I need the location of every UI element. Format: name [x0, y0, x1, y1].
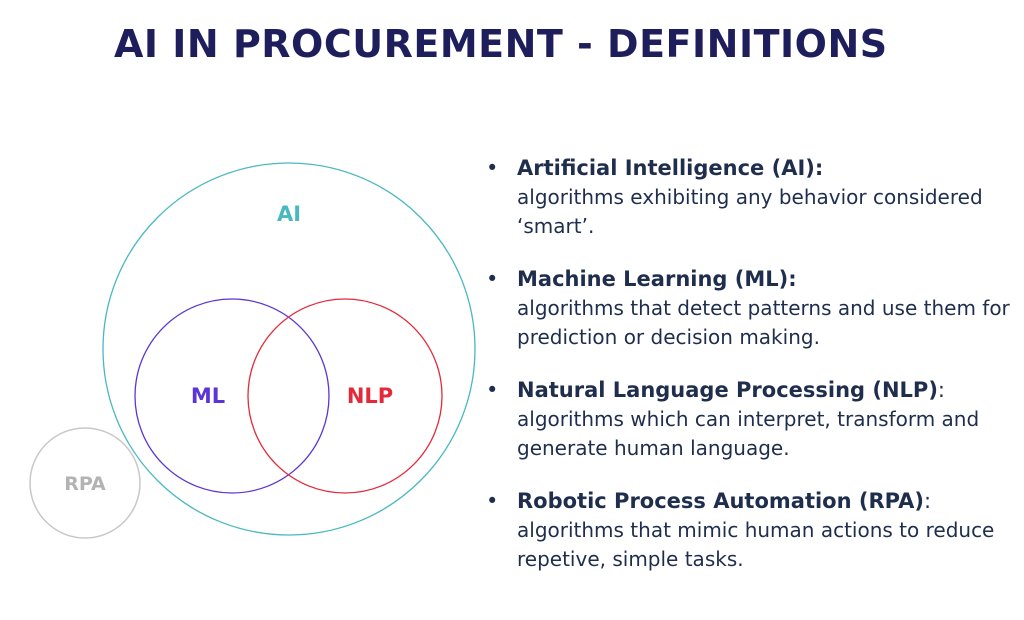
definition-description: algorithms exhibiting any behavior consi…	[517, 185, 983, 238]
bullet-icon: •	[486, 267, 499, 291]
definition-term-suffix: :	[923, 489, 932, 513]
page-title: AI IN PROCUREMENT - DEFINITIONS	[114, 22, 888, 66]
definition-item-ai: • Artificial Intelligence (AI): algorith…	[486, 154, 1022, 241]
rpa-circle	[29, 427, 141, 539]
definition-term: Machine Learning (ML):	[517, 267, 797, 291]
rpa-label: RPA	[64, 473, 106, 495]
bullet-icon: •	[486, 378, 499, 402]
definition-item-rpa: • Robotic Process Automation (RPA): algo…	[486, 487, 1022, 574]
definition-term: Robotic Process Automation (RPA)	[517, 489, 924, 513]
venn-diagram: AI ML NLP RPA	[29, 162, 476, 539]
nlp-circle	[247, 298, 443, 494]
definition-description: algorithms which can interpret, transfor…	[517, 407, 980, 460]
definition-term: Artificial Intelligence (AI):	[517, 156, 824, 180]
definition-description: algorithms that mimic human actions to r…	[517, 518, 995, 571]
definition-description: algorithms that detect patterns and use …	[517, 296, 1010, 349]
definition-item-nlp: • Natural Language Processing (NLP): alg…	[486, 376, 1022, 463]
definitions-list: • Artificial Intelligence (AI): algorith…	[486, 154, 1022, 598]
nlp-label: NLP	[347, 384, 393, 408]
definition-term: Natural Language Processing (NLP)	[517, 378, 938, 402]
definition-item-ml: • Machine Learning (ML): algorithms that…	[486, 265, 1022, 352]
bullet-icon: •	[486, 489, 499, 513]
bullet-icon: •	[486, 156, 499, 180]
ai-label: AI	[277, 202, 301, 226]
ai-circle	[102, 162, 476, 536]
ml-label: ML	[191, 384, 225, 408]
ml-circle	[134, 298, 330, 494]
definition-term-suffix: :	[937, 378, 945, 402]
